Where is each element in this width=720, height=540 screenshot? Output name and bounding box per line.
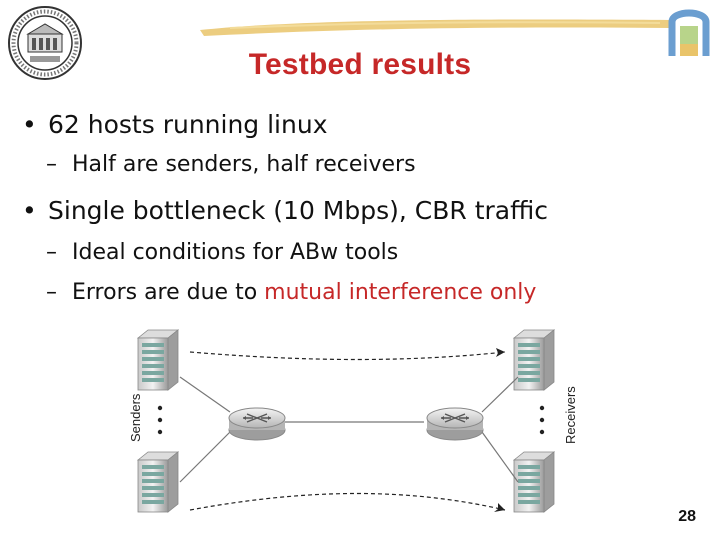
- router-icon: [228, 407, 286, 441]
- bullet-dot: •: [22, 196, 37, 225]
- bullet-bottleneck: • Single bottleneck (10 Mbps), CBR traffi…: [22, 196, 548, 225]
- sub-bullet-text: Errors are due to: [72, 280, 265, 305]
- server-icon: [513, 329, 555, 391]
- server-icon: [137, 329, 179, 391]
- bullet-text: Single bottleneck (10 Mbps), CBR traffic: [48, 196, 549, 225]
- bullet-dot: •: [22, 110, 37, 139]
- server-icon: [137, 451, 179, 513]
- senders-label: Senders: [128, 393, 143, 442]
- sub-bullet-ideal: –Ideal conditions for ABw tools: [46, 240, 398, 265]
- bullet-hosts: • 62 hosts running linux: [22, 110, 328, 139]
- bullet-text: 62 hosts running linux: [48, 110, 328, 139]
- highlight-text: mutual interference only: [264, 280, 537, 305]
- page-number: 28: [678, 508, 696, 525]
- router-icon: [426, 407, 484, 441]
- network-diagram: Senders Receivers: [128, 329, 578, 513]
- logo-mark-icon: [668, 9, 710, 56]
- receivers-label: Receivers: [563, 386, 578, 444]
- sub-bullet-text: Half are senders, half receivers: [72, 152, 416, 177]
- sub-bullet-senders: –Half are senders, half receivers: [46, 152, 416, 177]
- university-seal-icon: [8, 6, 82, 80]
- sub-bullet-errors: –Errors are due to mutual interference o…: [46, 280, 536, 305]
- brush-stroke: [200, 19, 670, 36]
- sub-bullet-dash: –: [46, 152, 57, 177]
- sub-bullet-dash: –: [46, 240, 57, 265]
- slide-title: Testbed results: [248, 48, 472, 81]
- sub-bullet-dash: –: [46, 280, 57, 305]
- server-icon: [513, 451, 555, 513]
- sub-bullet-text: Ideal conditions for ABw tools: [72, 240, 399, 265]
